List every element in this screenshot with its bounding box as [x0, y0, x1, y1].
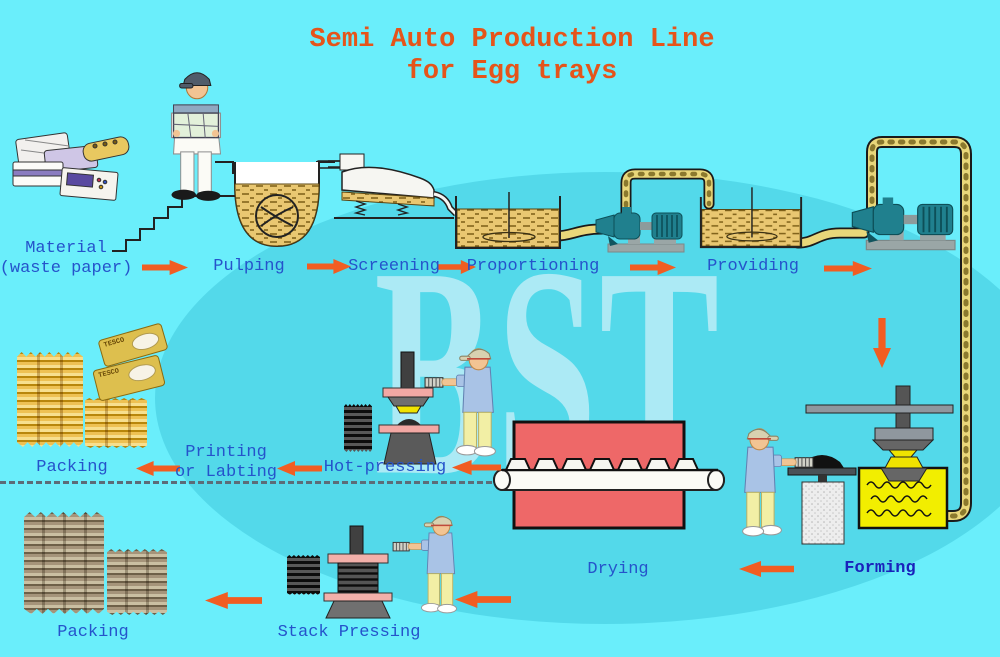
pump-1 [595, 207, 685, 253]
hot-press-machine [378, 351, 440, 465]
worker-stack-press [392, 514, 468, 620]
title-line1: Semi Auto Production Line [309, 25, 715, 55]
label-stack-pressing: Stack Pressing [277, 623, 421, 642]
background-oval [155, 172, 1000, 624]
egg-image [129, 329, 162, 353]
screening-machine [328, 153, 459, 219]
pulping-tank [215, 161, 335, 248]
label-drying: Drying [587, 560, 649, 579]
gold-tray-stack-small [85, 398, 147, 448]
label-providing: Providing [707, 257, 799, 276]
brown-tray-stack-small [107, 549, 167, 615]
title-line2: for Egg trays [406, 57, 618, 87]
page-title: Semi Auto Production Line for Egg trays [309, 24, 714, 88]
label-pulping: Pulping [213, 257, 285, 276]
label-hot-pressing: Hot-pressing [323, 458, 447, 477]
label-proportioning: Proportioning [466, 257, 600, 276]
proportioning-tank [455, 192, 561, 249]
slurry-pipes [317, 136, 972, 522]
carton-brand-label: TESCO [97, 367, 121, 381]
label-packing-bottom: Packing [57, 623, 129, 642]
stack-press-machine [323, 525, 393, 619]
stairs [112, 195, 236, 252]
label-printing-line1: Printing [185, 443, 267, 462]
providing-tank [699, 187, 803, 249]
waste-paper-pile [12, 132, 130, 201]
label-material: Material (waste paper) [0, 239, 132, 279]
pump-2 [851, 197, 956, 251]
label-screening: Screening [348, 257, 440, 276]
forming-machine [805, 385, 954, 530]
label-material-line2: (waste paper) [0, 259, 133, 278]
label-forming: Forming [844, 559, 916, 578]
carton-brand-label: TESCO [103, 336, 126, 350]
dark-tray-stack-hotpress [344, 404, 372, 452]
worker-forming-drying [730, 426, 814, 544]
dashed-separator [0, 481, 492, 484]
label-material-line1: Material [25, 239, 107, 258]
worker-hot-press [424, 346, 508, 464]
label-packing-mid: Packing [36, 458, 108, 477]
gold-tray-stack-large [17, 352, 83, 447]
label-printing-line2: or Labting [174, 463, 278, 482]
drying-oven [493, 420, 725, 530]
egg-image [126, 361, 158, 384]
brown-tray-stack-large [24, 512, 104, 614]
label-printing-or-labting: Printing or Labting [175, 443, 277, 483]
dark-tray-stack-stackpress [287, 555, 320, 595]
